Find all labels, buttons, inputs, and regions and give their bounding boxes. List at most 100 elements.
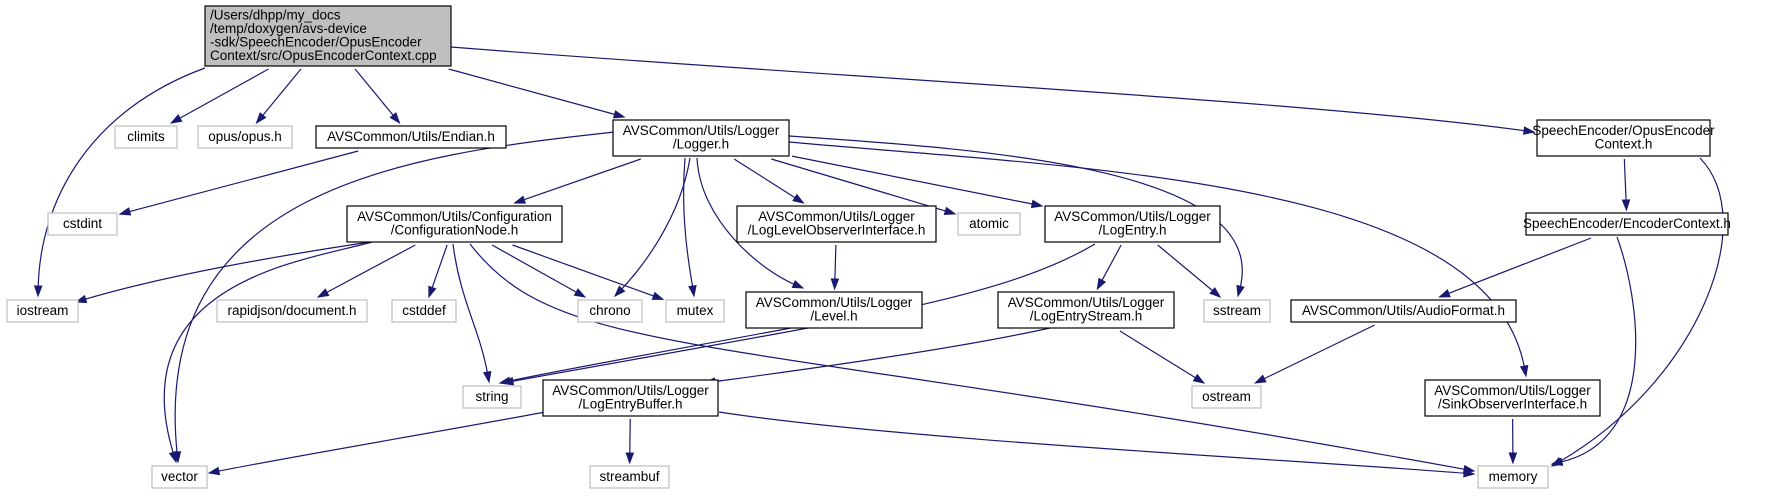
edge-line bbox=[788, 135, 1243, 289]
arrowhead bbox=[1621, 199, 1631, 212]
node-encoderctx[interactable]: SpeechEncoder/EncoderContext.h bbox=[1523, 212, 1731, 236]
edge-line bbox=[324, 244, 416, 294]
edge-audioformat-to-ostream bbox=[1253, 324, 1375, 384]
node-label: AVSCommon/Utils/Logger bbox=[1054, 209, 1211, 224]
arrowhead bbox=[612, 110, 626, 119]
edge-line bbox=[718, 411, 1467, 474]
edge-line bbox=[733, 158, 797, 200]
node-box bbox=[114, 125, 178, 149]
edge-line bbox=[177, 68, 269, 120]
node-chrono: chrono bbox=[577, 299, 643, 323]
arrowhead bbox=[1192, 373, 1206, 384]
arrowhead bbox=[1519, 364, 1529, 378]
node-label: AVSCommon/Utils/Logger bbox=[756, 295, 913, 310]
node-logentrybuffer[interactable]: AVSCommon/Utils/Logger/LogEntryBuffer.h bbox=[542, 379, 719, 417]
edge-confignode-to-iostream bbox=[74, 241, 371, 304]
node-confignode[interactable]: AVSCommon/Utils/Configuration/Configurat… bbox=[346, 205, 563, 243]
edge-logentrystream-to-logentrybuffer bbox=[703, 327, 1051, 386]
edge-logger-to-atomic bbox=[771, 158, 957, 215]
arrowhead bbox=[792, 193, 805, 204]
node-rapidjson: rapidjson/document.h bbox=[216, 299, 368, 323]
node-audioformat[interactable]: AVSCommon/Utils/AudioFormat.h bbox=[1290, 299, 1517, 323]
edge-encoderctx-to-memory bbox=[1550, 236, 1637, 466]
node-box bbox=[6, 299, 79, 323]
arrowhead bbox=[688, 284, 697, 298]
node-label: /Users/dhpp/my_docs bbox=[210, 8, 341, 23]
node-streambuf: streambuf bbox=[589, 465, 670, 489]
edge-root-to-climits bbox=[169, 68, 269, 124]
node-label: memory bbox=[1489, 469, 1538, 484]
node-box bbox=[462, 385, 522, 409]
arrowhead bbox=[33, 285, 43, 298]
node-sstream: sstream bbox=[1203, 299, 1271, 323]
edge-loglevelobs-to-level bbox=[830, 244, 840, 291]
node-label: /LogLevelObserverInterface.h bbox=[748, 223, 926, 238]
arrowhead bbox=[118, 207, 132, 216]
edge-confignode-to-mutex bbox=[512, 244, 665, 300]
node-label: atomic bbox=[969, 216, 1009, 231]
node-endian[interactable]: AVSCommon/Utils/Endian.h bbox=[315, 125, 507, 149]
arrowhead bbox=[74, 294, 88, 304]
arrowhead bbox=[207, 466, 221, 476]
node-label: streambuf bbox=[599, 469, 659, 484]
node-label: /Logger.h bbox=[673, 137, 729, 152]
node-label: AVSCommon/Utils/Logger bbox=[1434, 383, 1591, 398]
node-logentry[interactable]: AVSCommon/Utils/Logger/LogEntry.h bbox=[1044, 205, 1221, 243]
node-opusctx[interactable]: SpeechEncoder/OpusEncoderContext.h bbox=[1532, 119, 1715, 157]
node-level[interactable]: AVSCommon/Utils/Logger/Level.h bbox=[745, 291, 923, 329]
edge-line bbox=[1262, 324, 1375, 381]
node-memory: memory bbox=[1477, 465, 1549, 489]
edge-line bbox=[620, 157, 691, 291]
arrowhead bbox=[651, 291, 665, 300]
edge-line bbox=[452, 243, 489, 375]
node-label: /LogEntryBuffer.h bbox=[578, 397, 682, 412]
arrowhead bbox=[1096, 277, 1107, 291]
node-box bbox=[315, 125, 507, 149]
arrowhead bbox=[830, 278, 840, 291]
arrowhead bbox=[1236, 284, 1245, 298]
edge-confignode-to-string bbox=[452, 243, 492, 384]
node-label: SpeechEncoder/EncoderContext.h bbox=[1523, 216, 1731, 231]
node-root[interactable]: /Users/dhpp/my_docs/temp/doxygen/avs-dev… bbox=[204, 5, 452, 67]
node-box bbox=[197, 125, 293, 149]
edge-opusctx-to-encoderctx bbox=[1621, 158, 1631, 212]
node-logger[interactable]: AVSCommon/Utils/Logger/Logger.h bbox=[612, 119, 790, 157]
node-label: -sdk/SpeechEncoder/OpusEncoder bbox=[210, 35, 422, 50]
node-sinkobs[interactable]: AVSCommon/Utils/Logger/SinkObserverInter… bbox=[1424, 379, 1601, 417]
edge-confignode-to-chrono bbox=[491, 244, 587, 298]
edge-line bbox=[469, 243, 1467, 471]
node-label: AVSCommon/Utils/Logger bbox=[758, 209, 915, 224]
edge-line bbox=[791, 155, 1035, 205]
node-box bbox=[542, 379, 719, 417]
edge-logentrybuffer-to-streambuf bbox=[625, 418, 635, 465]
node-label: mutex bbox=[677, 303, 714, 318]
node-label: cstdint bbox=[63, 216, 102, 231]
arrowhead bbox=[169, 114, 183, 124]
arrowhead bbox=[1209, 286, 1222, 298]
node-label: /temp/doxygen/avs-device bbox=[210, 21, 367, 36]
edge-line bbox=[1100, 244, 1122, 283]
edge-root-to-opusctx bbox=[450, 46, 1536, 135]
node-label: Context/src/OpusEncoderContext.cpp bbox=[210, 48, 437, 63]
node-loglevelobs[interactable]: AVSCommon/Utils/Logger/LogLevelObserverI… bbox=[736, 205, 937, 243]
edge-logentrybuffer-to-memory bbox=[718, 411, 1476, 478]
edge-root-to-iostream bbox=[33, 67, 206, 298]
edge-line bbox=[696, 157, 796, 286]
arrowhead bbox=[255, 112, 267, 125]
node-label: iostream bbox=[17, 303, 69, 318]
node-label: AVSCommon/Utils/Logger bbox=[623, 123, 780, 138]
node-logentrystream[interactable]: AVSCommon/Utils/Logger/LogEntryStream.h bbox=[997, 291, 1175, 329]
arrowhead bbox=[1438, 289, 1451, 298]
edge-logger-to-sstream bbox=[788, 135, 1245, 298]
node-box bbox=[1525, 212, 1729, 236]
node-vector: vector bbox=[151, 465, 208, 489]
node-label: /LogEntry.h bbox=[1098, 223, 1166, 238]
arrowhead bbox=[1523, 126, 1536, 135]
edge-line bbox=[1119, 330, 1198, 380]
arrowhead bbox=[1550, 457, 1564, 466]
arrowhead bbox=[625, 452, 635, 465]
node-label: string bbox=[475, 389, 508, 404]
node-box bbox=[1203, 299, 1271, 323]
node-label: AVSCommon/Utils/Logger bbox=[1008, 295, 1165, 310]
edge-confignode-to-rapidjson bbox=[316, 244, 416, 298]
